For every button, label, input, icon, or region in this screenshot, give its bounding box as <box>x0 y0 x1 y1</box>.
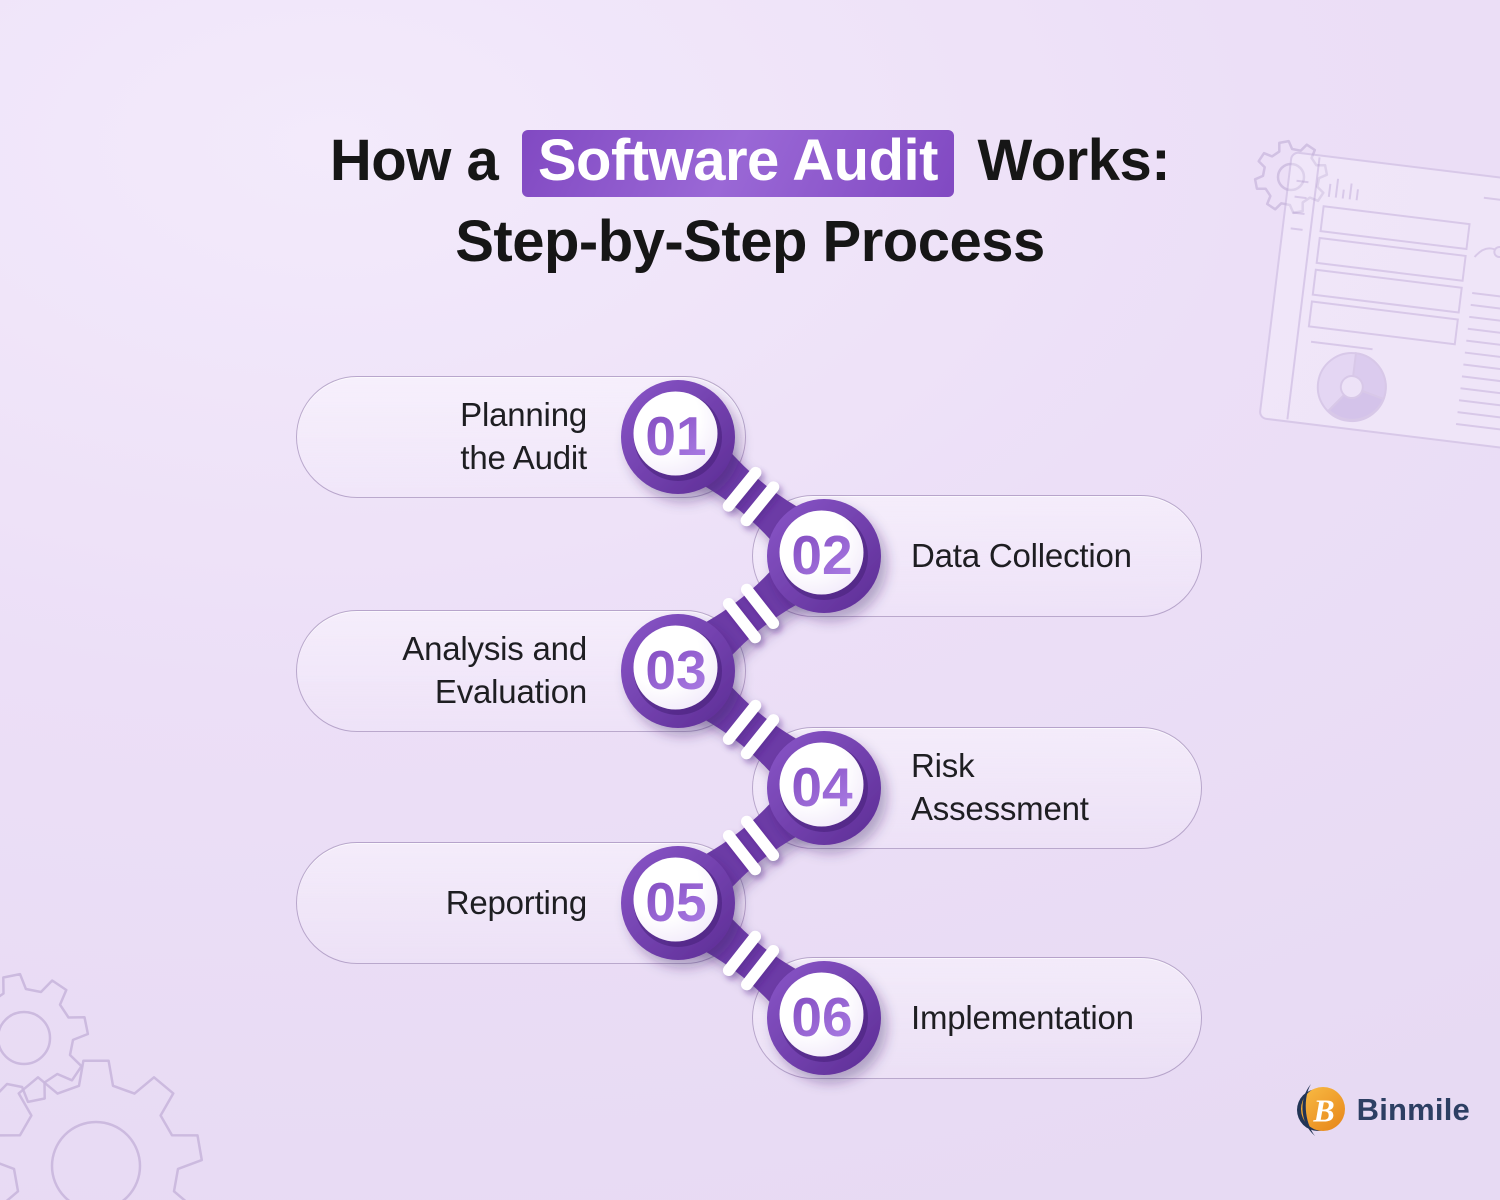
title-suffix: Works: <box>977 128 1171 193</box>
step-label-5: Reporting <box>445 883 587 921</box>
step-pill-2: Data Collection <box>752 495 1202 617</box>
step-label-2: Data Collection <box>911 536 1132 574</box>
step-pill-3: Analysis and Evaluation <box>296 610 746 732</box>
infographic-title: How a Software Audit Works: Step-by-Step… <box>0 130 1500 287</box>
step-pill-1: Planning the Audit <box>296 376 746 498</box>
binmile-logo-icon: B <box>1296 1084 1345 1136</box>
stitch-mark <box>722 466 762 512</box>
step-label-4: Risk Assessment <box>911 747 1089 827</box>
step-pill-4: Risk Assessment <box>752 727 1202 849</box>
step-label-6: Implementation <box>911 998 1134 1036</box>
brand-name: Binmile <box>1356 1092 1470 1127</box>
step-pill-6: Implementation <box>752 957 1202 1079</box>
stitch-mark <box>722 930 762 977</box>
title-highlight: Software Audit <box>521 130 954 197</box>
title-line-2: Step-by-Step Process <box>455 209 1045 274</box>
step-label-3: Analysis and Evaluation <box>402 630 587 710</box>
gear-icon <box>0 972 90 1104</box>
step-label-1: Planning the Audit <box>460 396 587 476</box>
gear-icon <box>0 1059 204 1200</box>
brand-logo: B Binmile <box>1294 1082 1470 1138</box>
title-line-1: How a Software Audit Works: <box>0 130 1500 197</box>
step-pill-5: Reporting <box>296 842 746 964</box>
title-prefix: How a <box>329 128 499 193</box>
svg-text:B: B <box>1312 1093 1334 1129</box>
stitch-mark <box>722 699 762 745</box>
